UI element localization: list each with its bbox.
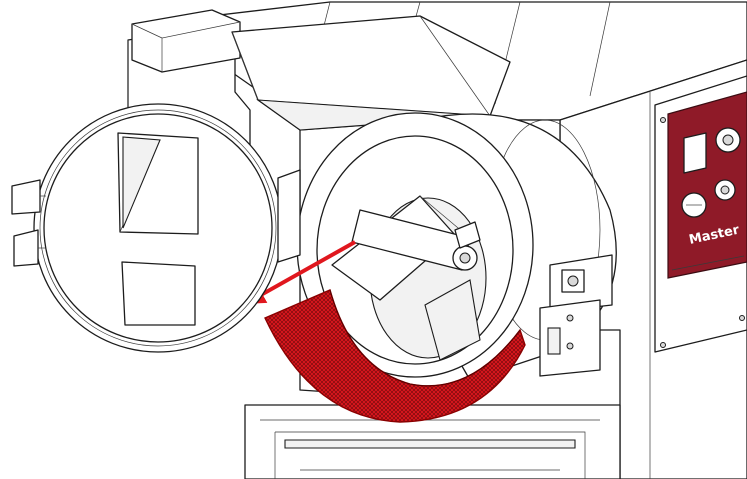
removal-arrow [245,240,356,304]
drum [296,112,617,381]
hopper [231,15,511,131]
removal-arrow-icon [245,240,356,304]
control-panel-icon [667,91,747,279]
side-latch [539,254,613,377]
sieve-screen [264,289,526,423]
control-panel: Master [654,75,747,353]
door [11,103,301,353]
